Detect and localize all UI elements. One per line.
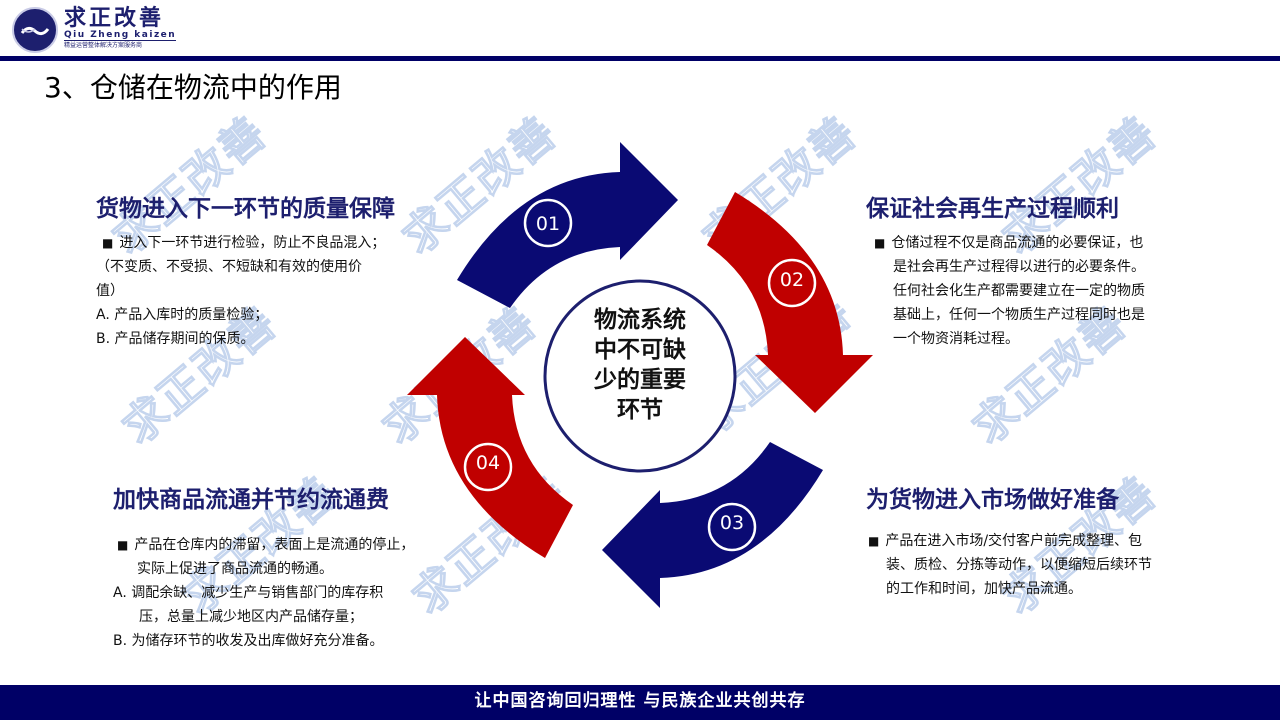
logo-emblem-icon (12, 7, 58, 53)
step-number-03: 03 (720, 512, 744, 534)
section-title: 保证社会再生产过程顺利 (866, 196, 1119, 222)
section-circulation-cost: 加快商品流通并节约流通费 产品在仓库内的滞留，表面上是流通的停止， 实际上促进了… (113, 485, 414, 653)
handshake-icon (20, 26, 50, 36)
logo-tagline: 精益运营整体解决方案服务商 (64, 42, 143, 49)
step-number-01: 01 (536, 213, 560, 235)
step-number-02: 02 (780, 269, 804, 291)
section-title: 加快商品流通并节约流通费 (113, 487, 389, 513)
logo-name-en: Qiu Zheng kaizen (64, 30, 177, 41)
section-body: 产品在进入市场/交付客户前完成整理、包 装、质检、分拣等动作，以便缩短后续环节 … (866, 529, 1152, 601)
section-market-preparation: 为货物进入市场做好准备 产品在进入市场/交付客户前完成整理、包 装、质检、分拣等… (866, 485, 1152, 601)
arrow-step-01 (457, 142, 678, 308)
center-circle (543, 279, 737, 473)
arrow-step-02 (707, 192, 873, 413)
section-social-reproduction: 保证社会再生产过程顺利 仓储过程不仅是商品流通的必要保证，也 是社会再生产过程得… (866, 194, 1145, 351)
logo-name-cn: 求正改善 (64, 6, 165, 31)
section-body: 进入下一环节进行检验，防止不良品混入； （不变质、不受损、不短缺和有效的使用价 … (96, 231, 395, 351)
header-divider (0, 56, 1280, 61)
section-title: 货物进入下一环节的质量保障 (96, 196, 395, 222)
section-body: 产品在仓库内的滞留，表面上是流通的停止， 实际上促进了商品流通的畅通。 A. 调… (113, 533, 414, 653)
center-label: 物流系统 中不可缺 少的重要 环节 (594, 307, 686, 423)
step-number-04: 04 (476, 452, 500, 474)
section-quality-assurance: 货物进入下一环节的质量保障 进入下一环节进行检验，防止不良品混入； （不变质、不… (96, 194, 395, 351)
arrow-step-04 (407, 337, 573, 558)
page-title: 3、仓储在物流中的作用 (44, 71, 342, 104)
footer-slogan: 让中国咨询回归理性 与民族企业共创共存 (474, 691, 806, 711)
section-title: 为货物进入市场做好准备 (866, 487, 1119, 513)
arrow-step-03 (602, 442, 823, 608)
section-body: 仓储过程不仅是商品流通的必要保证，也 是社会再生产过程得以进行的必要条件。 任何… (866, 231, 1145, 351)
footer-bar (0, 685, 1280, 720)
